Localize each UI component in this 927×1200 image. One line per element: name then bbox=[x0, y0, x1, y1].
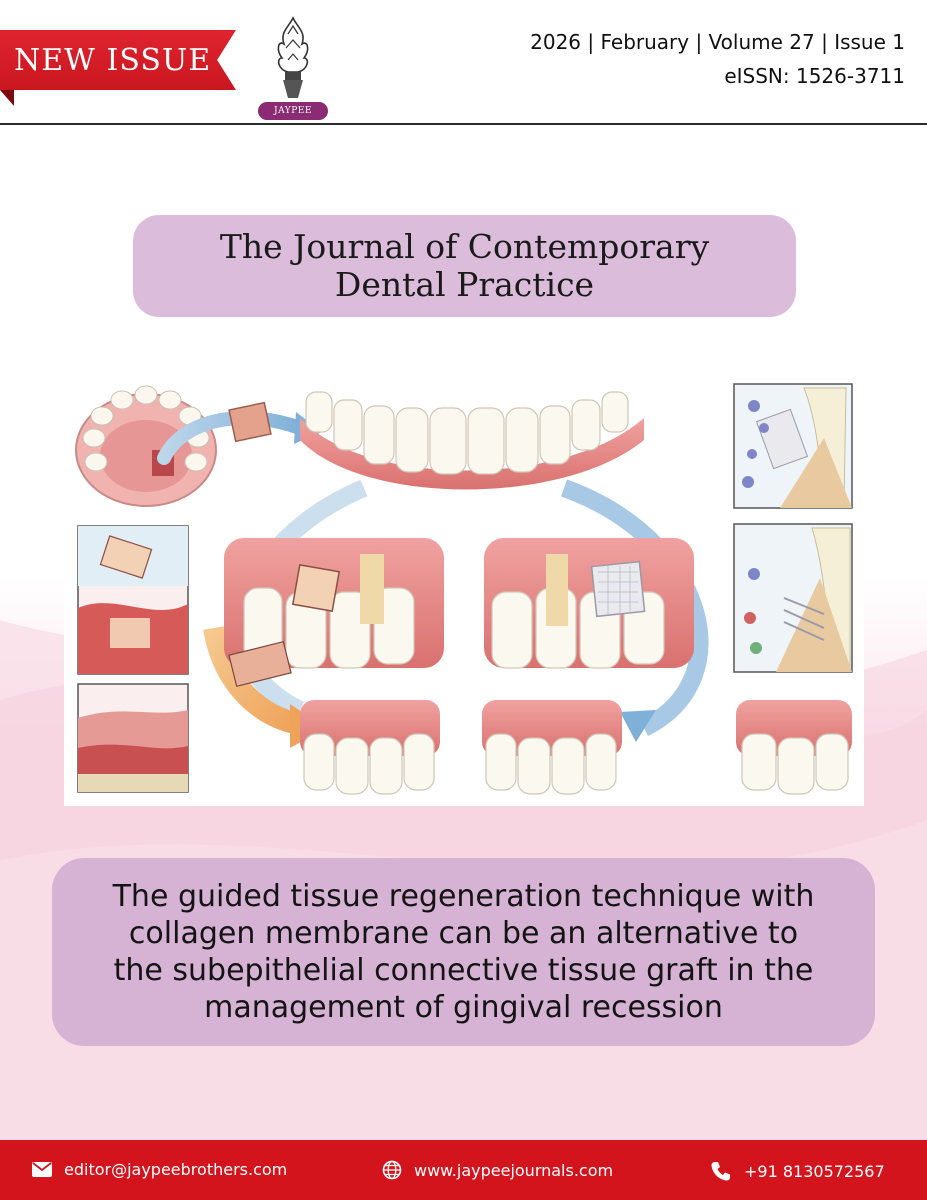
inset-regeneration-cells bbox=[733, 523, 853, 673]
ribbon-fold bbox=[0, 90, 14, 106]
new-issue-label: NEW ISSUE bbox=[14, 42, 212, 78]
email-link[interactable]: editor@jaypeebrothers.com bbox=[64, 1160, 288, 1179]
gtr-membrane-site bbox=[484, 538, 694, 669]
envelope-icon bbox=[32, 1162, 52, 1177]
summary-line-1: The guided tissue regeneration technique… bbox=[112, 879, 815, 914]
phone-number[interactable]: +91 8130572567 bbox=[744, 1161, 885, 1181]
issn-info: eISSN: 1526-3711 bbox=[724, 64, 905, 88]
header: NEW ISSUE JAYPEE 2026 | February | Volum… bbox=[0, 0, 927, 125]
cover-illustration bbox=[64, 378, 864, 806]
article-summary-box: The guided tissue regeneration technique… bbox=[52, 858, 875, 1046]
journal-title-box: The Journal of Contemporary Dental Pract… bbox=[133, 215, 796, 317]
palate-donor-site bbox=[75, 385, 217, 507]
healed-result-left bbox=[300, 700, 440, 795]
ctg-surgical-site bbox=[224, 538, 444, 688]
logo-text: JAYPEE bbox=[274, 106, 312, 116]
phone-icon bbox=[711, 1162, 730, 1181]
summary-line-2: collagen membrane can be an alternative … bbox=[128, 916, 799, 951]
torch-emblem-icon bbox=[277, 16, 309, 98]
summary-line-4: management of gingival recession bbox=[204, 990, 723, 1025]
logo-badge: JAYPEE bbox=[258, 102, 328, 120]
inset-membrane-cells bbox=[733, 383, 853, 509]
inset-tissue-section bbox=[77, 683, 189, 793]
upper-dental-arch bbox=[300, 391, 644, 490]
healed-result-center bbox=[482, 700, 622, 795]
arrow-palate-to-arch bbox=[157, 411, 307, 465]
footer-phone[interactable]: +91 8130572567 bbox=[710, 1160, 885, 1182]
summary-line-3: the subepithelial connective tissue graf… bbox=[113, 953, 814, 988]
healed-result-right bbox=[736, 700, 852, 795]
new-issue-ribbon: NEW ISSUE bbox=[0, 30, 236, 90]
footer-website[interactable]: www.jaypeejournals.com bbox=[382, 1160, 613, 1180]
contact-footer: editor@jaypeebrothers.com www.jaypeejour… bbox=[0, 1140, 927, 1200]
header-divider bbox=[0, 123, 927, 125]
website-link[interactable]: www.jaypeejournals.com bbox=[414, 1160, 614, 1180]
jaypee-logo: JAYPEE bbox=[258, 14, 328, 120]
footer-email[interactable]: editor@jaypeebrothers.com bbox=[32, 1160, 287, 1179]
journal-title-line-2: Dental Practice bbox=[334, 265, 595, 304]
issue-info: 2026 | February | Volume 27 | Issue 1 bbox=[530, 30, 905, 54]
gingival-graft-illustration bbox=[75, 383, 853, 795]
globe-icon bbox=[382, 1160, 402, 1180]
arrow-orange bbox=[203, 625, 303, 735]
inset-graft-harvest bbox=[77, 525, 189, 675]
journal-title-line-1: The Journal of Contemporary bbox=[219, 227, 710, 266]
